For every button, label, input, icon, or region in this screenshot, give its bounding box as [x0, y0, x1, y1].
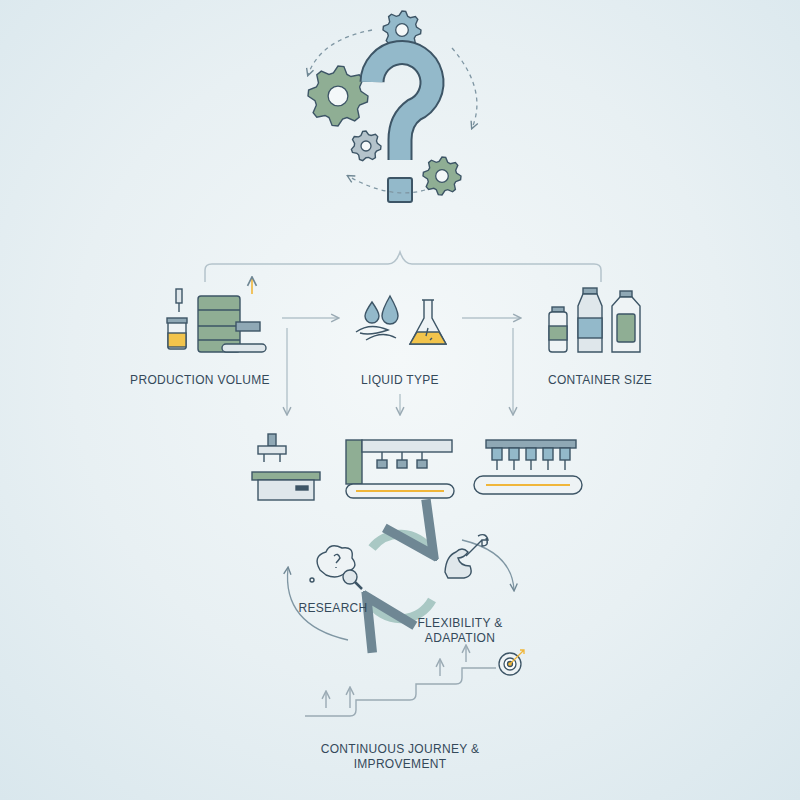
- liquid-type-icon: [356, 296, 446, 344]
- nozzle: [492, 448, 502, 460]
- research-icon: [310, 546, 362, 589]
- nozzle: [543, 448, 553, 460]
- gear-cluster: [308, 11, 461, 195]
- icon-label-group: CONTAINER SIZE: [520, 282, 680, 388]
- icon-label-group: PRODUCTION VOLUME: [118, 282, 282, 388]
- gear: [423, 157, 461, 195]
- node-label: LIQUID TYPE: [361, 373, 439, 388]
- nozzle: [509, 448, 519, 460]
- progress-stairs: [305, 646, 496, 716]
- icon-label-group: LIQUID TYPE: [338, 282, 462, 388]
- node-label: CONTAINER SIZE: [548, 373, 652, 388]
- question-mark: [372, 53, 432, 202]
- production-volume-icon: [167, 278, 266, 352]
- strength-wrench-icon: [445, 535, 488, 578]
- node-label: FLEXIBILITY & ADAPATION: [406, 616, 514, 646]
- icon-label-group: CONTINUOUS JOURNEY & IMPROVEMENT: [288, 734, 512, 772]
- nozzle-tip: [547, 460, 548, 470]
- nozzle-tip: [564, 460, 565, 470]
- flow-arrow: [462, 317, 520, 318]
- gear-hub: [436, 170, 449, 183]
- nozzle-tip: [496, 460, 497, 470]
- gear: [351, 131, 381, 161]
- gear-hub: [361, 141, 371, 151]
- node-label: RESEARCH: [298, 601, 367, 616]
- cycle-arrows: [308, 30, 477, 193]
- filling-station: [252, 434, 320, 500]
- filling-machine: [346, 440, 454, 498]
- gear: [308, 66, 368, 126]
- nozzle: [526, 448, 536, 460]
- down-arrows: [287, 328, 513, 414]
- target-icon: [499, 650, 524, 675]
- nozzle: [560, 448, 570, 460]
- node-label: CONTINUOUS JOURNEY & IMPROVEMENT: [288, 742, 512, 772]
- icon-label-group: FLEXIBILITY & ADAPATION: [406, 612, 514, 646]
- flow-arrow: [282, 317, 338, 318]
- nozzle-tip: [513, 460, 514, 470]
- container-size-icon: [549, 288, 640, 352]
- gear-hub: [328, 86, 348, 106]
- icon-label-group: RESEARCH: [296, 596, 370, 616]
- nozzle-tip: [530, 460, 531, 470]
- gear-hub: [396, 24, 409, 37]
- bracket: [205, 252, 601, 282]
- filling-line: [474, 440, 582, 494]
- node-label: PRODUCTION VOLUME: [130, 373, 270, 388]
